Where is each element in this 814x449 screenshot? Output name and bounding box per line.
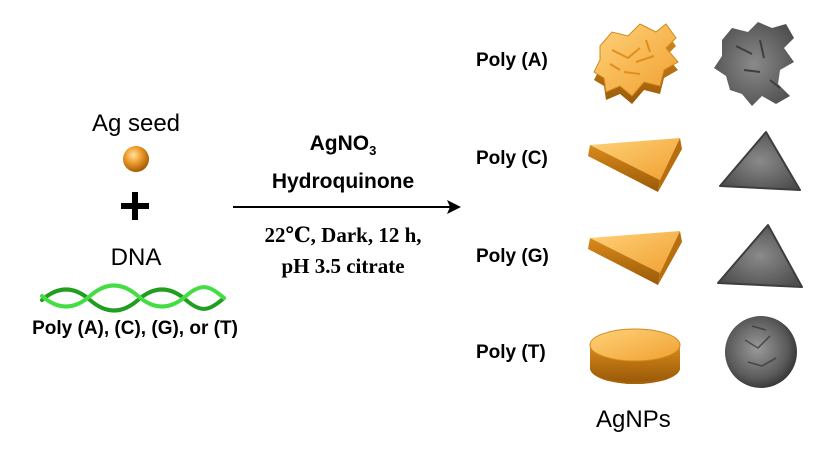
agnps-label: AgNPs <box>596 406 671 433</box>
reagent-hydroquinone: Hydroquinone <box>271 170 415 193</box>
ag-seed-label: Ag seed <box>91 110 181 137</box>
triangle-plate-model <box>588 138 682 192</box>
product-label-poly-a: Poly (A) <box>476 50 548 71</box>
tem-image-sphere <box>725 316 797 388</box>
reagent-agno3-subscript: 3 <box>369 143 377 159</box>
product-label-poly-g: Poly (G) <box>476 246 549 267</box>
tem-image-triangle <box>719 131 801 191</box>
tem-image-triangle <box>717 224 803 288</box>
plus-icon <box>121 192 149 220</box>
round-disk-model <box>589 328 681 384</box>
reagent-agno3-main: AgNO <box>309 132 370 155</box>
reaction-arrow <box>233 200 461 214</box>
reagent-agno3: AgNO3 <box>250 132 436 158</box>
dna-label: DNA <box>110 244 162 271</box>
tem-image-flower <box>714 22 794 106</box>
flower-plate-model <box>593 23 679 104</box>
ag-seed-sphere <box>123 146 149 172</box>
product-label-poly-t: Poly (T) <box>476 342 546 363</box>
product-label-poly-c: Poly (C) <box>476 148 548 169</box>
reaction-conditions-line1: 22℃, Dark, 12 h, <box>264 223 422 247</box>
reaction-conditions-line2: pH 3.5 citrate <box>281 254 405 278</box>
dna-helix-icon <box>40 283 226 313</box>
dna-options-label: Poly (A), (C), (G), or (T) <box>32 318 238 339</box>
triangle-plate-model <box>588 231 682 285</box>
